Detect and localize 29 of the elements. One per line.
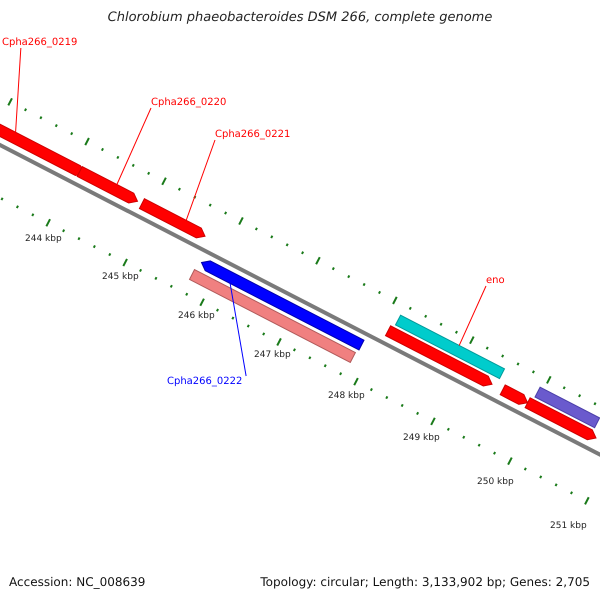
scale-label: 251 kbp bbox=[550, 521, 587, 531]
scale-label: 247 kbp bbox=[254, 350, 291, 360]
gene-bar bbox=[394, 314, 506, 380]
gene-bar bbox=[200, 260, 365, 351]
gene-bar bbox=[534, 386, 600, 428]
gene-bar bbox=[384, 325, 493, 387]
diagram-title: Chlorobium phaeobacteroides DSM 266, complete genome bbox=[106, 10, 494, 25]
scale-label: 246 kbp bbox=[178, 311, 215, 321]
gene-label: eno bbox=[486, 275, 505, 286]
scale-label: 248 kbp bbox=[328, 391, 365, 401]
gene-label: Cpha266_0222 bbox=[167, 376, 242, 387]
scale-label: 249 kbp bbox=[403, 433, 440, 443]
scale-label: 250 kbp bbox=[477, 477, 514, 487]
scale-label: 245 kbp bbox=[102, 272, 139, 282]
accession-text: Accession: NC_008639 bbox=[9, 575, 146, 589]
leader-line bbox=[230, 282, 247, 376]
leader-line bbox=[116, 108, 152, 186]
gene-label: Cpha266_0219 bbox=[2, 37, 78, 48]
leader-line bbox=[186, 140, 216, 221]
scale-label: 244 kbp bbox=[25, 234, 62, 244]
leader-line bbox=[458, 286, 486, 346]
gene-bar bbox=[500, 384, 528, 405]
gene-bar bbox=[138, 198, 206, 238]
gene-bar bbox=[76, 166, 138, 204]
genome-info-text: Topology: circular; Length: 3,133,902 bp; Genes: 2,705 bbox=[260, 575, 590, 589]
gene-bar bbox=[524, 397, 597, 440]
gene-label: Cpha266_0220 bbox=[151, 97, 226, 108]
leader-line bbox=[15, 48, 22, 133]
gene-label: Cpha266_0221 bbox=[215, 129, 290, 140]
